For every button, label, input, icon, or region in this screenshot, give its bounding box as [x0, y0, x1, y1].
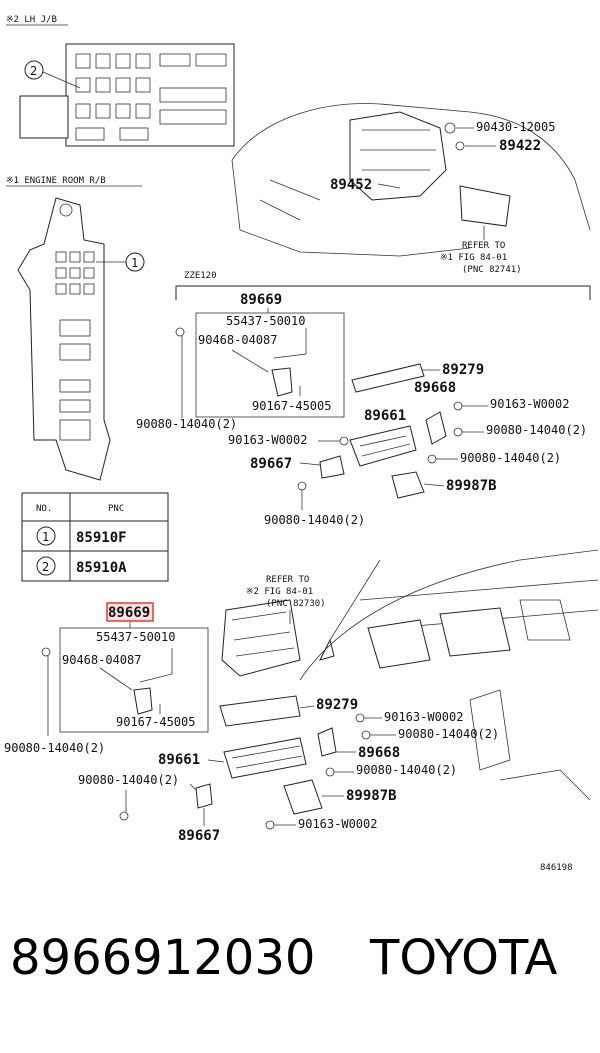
part-89987b-bot[interactable]: 89987B	[346, 788, 397, 804]
bracket-89668-mid	[425, 411, 447, 445]
footer-caption: 8966912030 TOYOTA	[0, 930, 600, 1020]
table-row-1-no: 1	[42, 530, 49, 544]
bracket-89987b-bot	[283, 779, 323, 815]
bracket-89667-mid	[319, 455, 345, 479]
part-90163-w0002-mid-b[interactable]: 90163-W0002	[228, 433, 307, 447]
bracket-89668-bot	[317, 727, 337, 757]
part-90080-14040-bot-b[interactable]: 90080-14040(2)	[398, 727, 499, 741]
zze120-label: ZZE120	[184, 271, 217, 281]
part-89668-bot[interactable]: 89668	[358, 745, 400, 761]
part-90163-w0002-bot-b[interactable]: 90163-W0002	[298, 817, 377, 831]
refer-note-2-line-2: ※2 FIG 84-01	[246, 587, 313, 597]
part-89668-mid[interactable]: 89668	[414, 380, 456, 396]
part-89669-highlighted[interactable]: 89669	[108, 605, 150, 621]
engine-bay-drawing	[231, 103, 591, 257]
part-number: 8966912030	[10, 930, 316, 986]
part-89422[interactable]: 89422	[499, 138, 541, 154]
brand-name: TOYOTA	[370, 930, 558, 986]
bottom-sensor-box	[59, 627, 209, 733]
bracket-89987b-mid	[391, 471, 425, 499]
part-89667-mid[interactable]: 89667	[250, 456, 292, 472]
part-89667-bot[interactable]: 89667	[178, 828, 220, 844]
part-90080-14040-mid-b[interactable]: 90080-14040(2)	[136, 417, 237, 431]
figure-number: 846198	[540, 863, 573, 873]
part-90167-45005-mid[interactable]: 90167-45005	[252, 399, 331, 413]
part-90080-14040-bot-c[interactable]: 90080-14040(2)	[356, 763, 457, 777]
part-90080-14040-mid-c[interactable]: 90080-14040(2)	[460, 451, 561, 465]
refer-note-2-line-1: REFER TO	[266, 575, 309, 585]
part-89279-bot[interactable]: 89279	[316, 697, 358, 713]
engine-room-rb-drawing	[17, 197, 111, 481]
sensor-bracket-bot	[133, 687, 153, 715]
refer-note-1-line-3: (PNC 82741)	[462, 265, 522, 275]
part-89669-mid[interactable]: 89669	[240, 292, 282, 308]
engine-room-label: ※1 ENGINE ROOM R/B	[6, 176, 106, 186]
dashboard-drawing	[219, 549, 599, 801]
ecu-89661-bot	[223, 737, 307, 779]
part-90163-w0002-bot-a[interactable]: 90163-W0002	[384, 710, 463, 724]
part-89452[interactable]: 89452	[330, 177, 372, 193]
part-90468-04087-bot[interactable]: 90468-04087	[62, 653, 141, 667]
part-90080-14040-mid-d[interactable]: 90080-14040(2)	[264, 513, 365, 527]
pnc-table: NO. PNC 1 85910F 2 85910A	[21, 492, 169, 582]
part-90167-45005-bot[interactable]: 90167-45005	[116, 715, 195, 729]
part-90468-04087-mid[interactable]: 90468-04087	[198, 333, 277, 347]
highlight-box	[106, 602, 154, 622]
callout-2-text: 2	[30, 64, 37, 78]
part-89279-mid[interactable]: 89279	[442, 362, 484, 378]
bracket-89667-bot	[195, 783, 213, 809]
refer-note-1-line-2: ※1 FIG 84-01	[440, 253, 507, 263]
parts-diagram: ※2 LH J/B 2 ※1 ENGINE ROOM R/B 1 NO. PNC	[4, 15, 599, 873]
part-90080-14040-mid-a[interactable]: 90080-14040(2)	[486, 423, 587, 437]
part-55437-50010-bot[interactable]: 55437-50010	[96, 630, 175, 644]
part-90080-14040-bot-a[interactable]: 90080-14040(2)	[4, 741, 105, 755]
mid-sensor-box	[195, 312, 345, 418]
part-89987b-mid[interactable]: 89987B	[446, 478, 497, 494]
table-row-2-no: 2	[42, 560, 49, 574]
part-90163-w0002-mid-a[interactable]: 90163-W0002	[490, 397, 569, 411]
lh-jb-drawing	[19, 43, 235, 147]
ecu-cover-mid	[351, 363, 425, 393]
part-55437-50010-mid[interactable]: 55437-50010	[226, 314, 305, 328]
part-89661-bot[interactable]: 89661	[158, 752, 200, 768]
callout-circle-2-top	[24, 60, 44, 80]
table-row-1-pnc: 85910F	[76, 530, 127, 546]
refer-note-1-line-1: REFER TO	[462, 241, 505, 251]
callout-1-text: 1	[131, 256, 138, 270]
sensor-bracket-mid	[271, 367, 293, 397]
table-header-no: NO.	[36, 504, 52, 514]
table-header-pnc: PNC	[108, 504, 124, 514]
part-90430-12005[interactable]: 90430-12005	[476, 120, 555, 134]
ecu-89661-mid	[349, 425, 417, 467]
refer-note-2-line-3: (PNC 82730)	[266, 599, 326, 609]
table-row-2-pnc: 85910A	[76, 560, 127, 576]
lh-jb-label: ※2 LH J/B	[6, 15, 57, 25]
part-89661-mid[interactable]: 89661	[364, 408, 406, 424]
part-90080-14040-bot-d[interactable]: 90080-14040(2)	[78, 773, 179, 787]
